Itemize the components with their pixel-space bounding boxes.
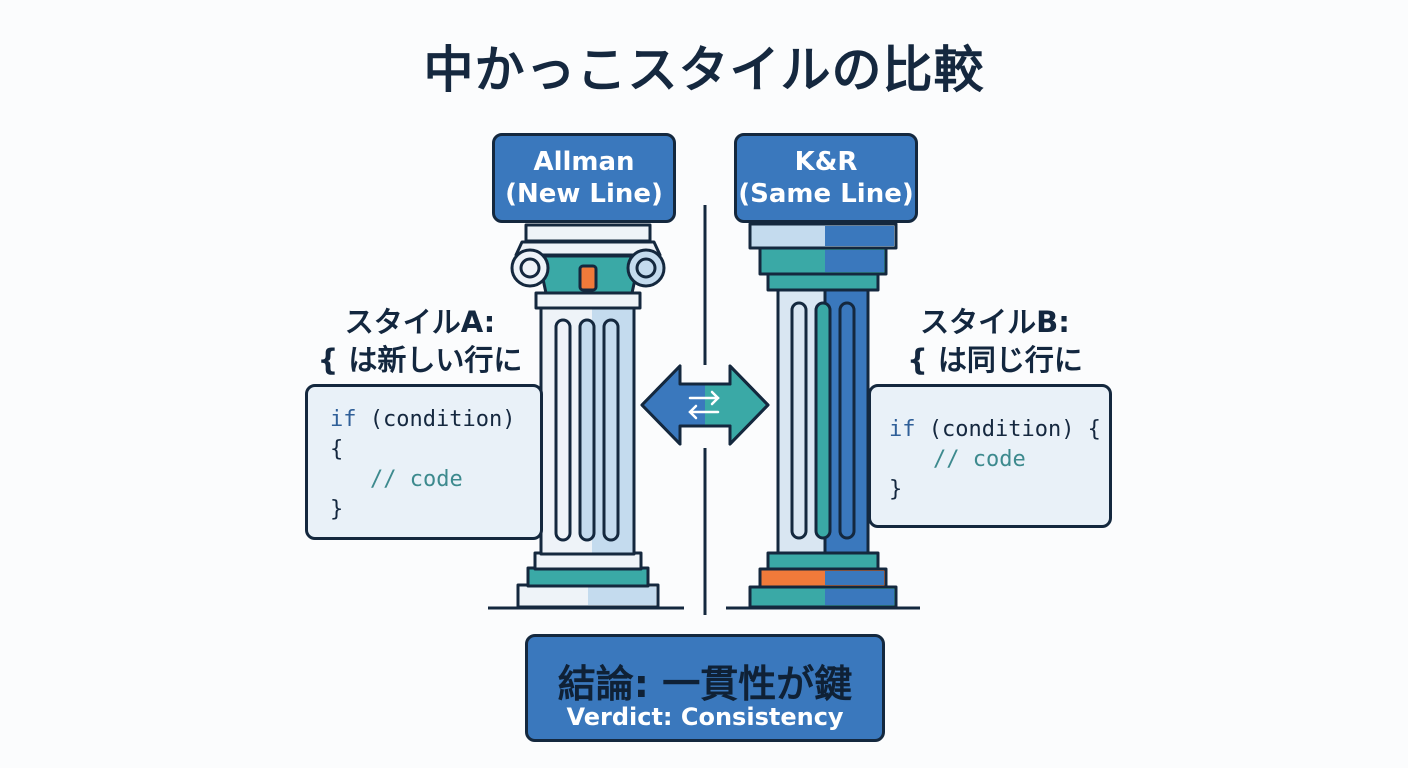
style-a-line1: スタイルA: — [344, 305, 496, 339]
allman-code-close-brace: } — [330, 497, 344, 522]
swap-arrows-icon — [688, 390, 720, 420]
kr-header-line2: (Same Line) — [738, 179, 914, 209]
style-a-line2: { は新しい行に — [317, 343, 523, 377]
swap-arrow — [640, 364, 770, 446]
allman-code-open-brace: { — [330, 437, 344, 462]
allman-code-keyword: if — [330, 407, 357, 432]
style-b-line1: スタイルB: — [920, 305, 1070, 339]
kr-code-keyword: if — [889, 417, 916, 442]
allman-code-if-line: if (condition) — [330, 405, 515, 435]
verdict-sub: Verdict: Consistency — [566, 703, 844, 731]
kr-code-comment: // code — [933, 447, 1026, 472]
verdict-main: 結論: 一貫性が鍵 — [557, 662, 853, 706]
style-b-line2: { は同じ行に — [907, 343, 1083, 377]
allman-code-comment: // code — [370, 467, 463, 492]
allman-code-box: if (condition) { // code } — [305, 384, 543, 540]
style-a-label: スタイルA: { は新しい行に — [300, 303, 540, 379]
allman-header-line1: Allman — [533, 147, 635, 177]
style-b-label: スタイルB: { は同じ行に — [875, 303, 1115, 379]
allman-header-line2: (New Line) — [505, 179, 663, 209]
kr-header: K&R (Same Line) — [734, 133, 918, 223]
kr-code-if-line: if (condition) { — [889, 415, 1101, 445]
allman-header: Allman (New Line) — [492, 133, 676, 223]
allman-column — [488, 223, 684, 610]
allman-code-condition: (condition) — [356, 407, 516, 432]
kr-code-close-brace: } — [889, 477, 903, 502]
verdict-box: 結論: 一貫性が鍵 Verdict: Consistency — [525, 634, 885, 742]
kr-code-box: if (condition) { // code } — [868, 384, 1112, 528]
kr-header-line1: K&R — [794, 147, 858, 177]
kr-column — [726, 222, 920, 610]
kr-code-condition: (condition) { — [915, 417, 1101, 442]
page-title: 中かっこスタイルの比較 — [423, 41, 985, 99]
